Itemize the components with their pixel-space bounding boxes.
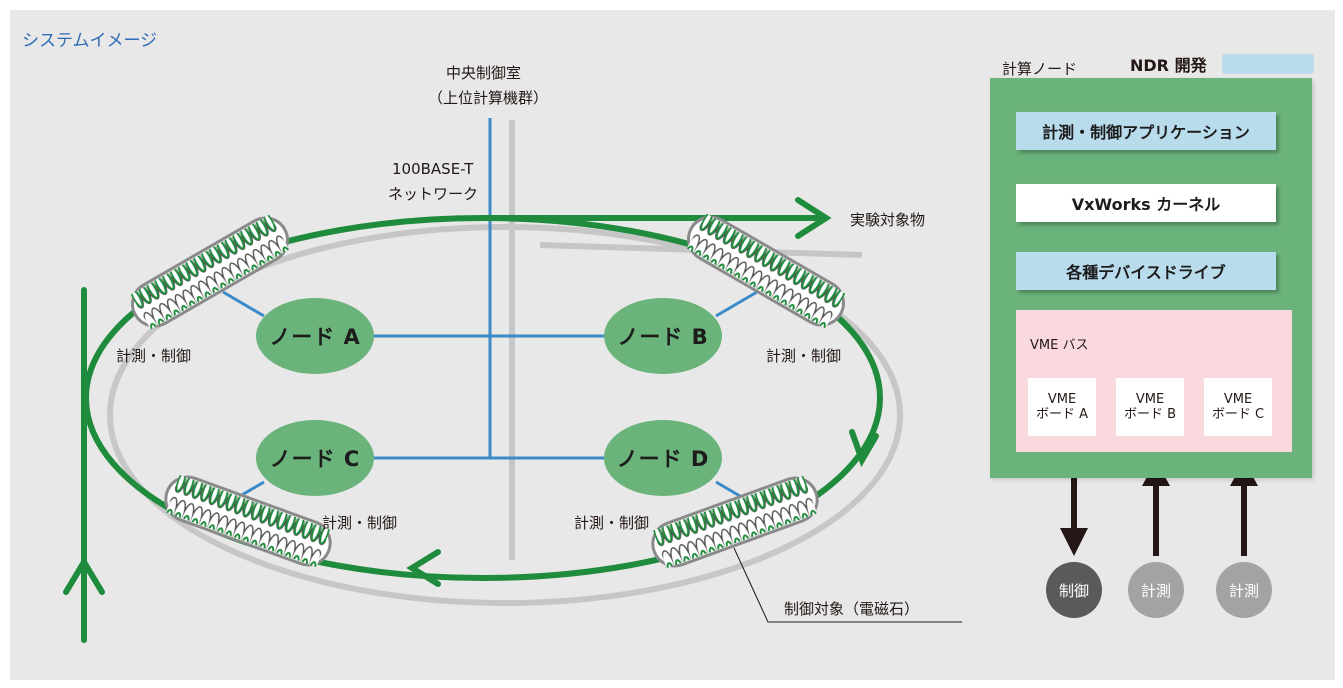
vme-board-a-line2: ボード A (1035, 407, 1089, 422)
target-label: 実験対象物 (850, 211, 926, 229)
beam-ring (63, 197, 883, 643)
shadows (107, 120, 903, 606)
measure-control-label-d: 計測・制御 (574, 514, 650, 532)
network-sublabel: ネットワーク (388, 185, 479, 203)
vme-board-a-line1: VME (1047, 392, 1077, 407)
ndr-legend-swatch (1222, 54, 1314, 74)
measure-control-label-b: 計測・制御 (766, 347, 842, 365)
measure-control-label-c: 計測・制御 (322, 514, 398, 532)
vme-board-c-line1: VME (1223, 392, 1253, 407)
measure-input-circle-c: 計測 (1216, 562, 1272, 618)
electromagnet-d (651, 475, 819, 569)
control-output-circle: 制御 (1046, 562, 1102, 618)
diagram-title: システムイメージ (22, 31, 158, 51)
node-a: ノード A (256, 298, 374, 374)
vme-board-b: VME ボード B (1116, 378, 1184, 436)
measure-input-circle-b: 計測 (1128, 562, 1184, 618)
compute-node-panel: 計測・制御アプリケーション VxWorks カーネル 各種デバイスドライブ VM… (990, 78, 1312, 478)
vme-board-c-line2: ボード C (1211, 407, 1265, 422)
vme-board-a: VME ボード A (1028, 378, 1096, 436)
layer-device-drivers: 各種デバイスドライブ (1016, 252, 1276, 290)
electromagnet-c (164, 474, 332, 568)
electromagnet-b (686, 213, 846, 329)
node-c: ノード C (256, 420, 374, 496)
controlled-object-leader (733, 547, 962, 623)
vme-bus-area: VME バス VME ボード A VME ボード B VME ボード C (1016, 310, 1292, 452)
central-control-label: 中央制御室 (446, 64, 522, 82)
ndr-legend-label: NDR 開発 (1130, 56, 1207, 75)
node-b: ノード B (604, 298, 722, 374)
layer-kernel: VxWorks カーネル (1016, 184, 1276, 222)
electromagnet-a (130, 214, 290, 330)
electromagnets (130, 213, 846, 569)
network-label: 100BASE-T (392, 160, 474, 178)
node-d: ノード D (604, 420, 722, 496)
compute-node-title: 計算ノード (1002, 60, 1078, 78)
vme-bus-label: VME バス (1030, 338, 1089, 353)
central-control-sublabel: （上位計算機群） (428, 89, 549, 107)
measure-control-label-a: 計測・制御 (116, 347, 192, 365)
vme-board-c: VME ボード C (1204, 378, 1272, 436)
vme-board-b-line2: ボード B (1123, 407, 1177, 422)
vme-board-b-line1: VME (1135, 392, 1165, 407)
controlled-object-label: 制御対象（電磁石） (784, 600, 920, 618)
layer-application: 計測・制御アプリケーション (1016, 112, 1276, 150)
